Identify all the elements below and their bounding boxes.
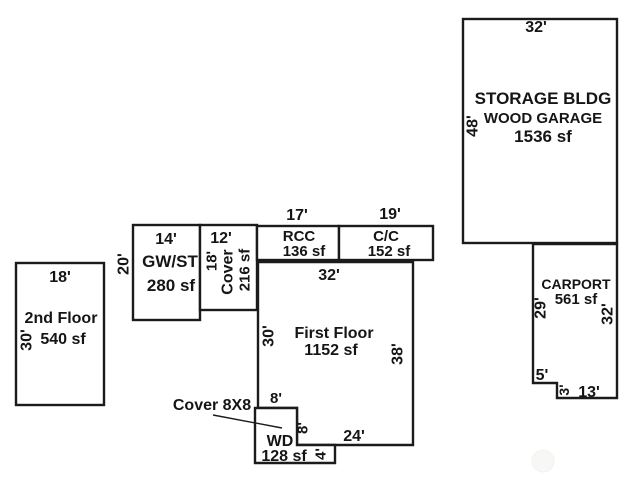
storage-subtitle: WOOD GARAGE — [484, 110, 602, 127]
first-floor: 32' 30' 38' First Floor 1152 sf 8' 8' 24… — [256, 260, 415, 447]
first-floor-title: First Floor — [294, 325, 373, 342]
gw-st-dim-top: 14' — [155, 231, 177, 248]
cc: 19' C/C 152 sf — [337, 206, 435, 262]
watermark-circle — [531, 449, 555, 473]
carport-dim-bottom: 13' — [578, 384, 600, 401]
wd-dim-side: 4' — [313, 448, 330, 460]
cover-216-area: 216 sf — [237, 248, 254, 292]
gw-st-title: GW/ST — [142, 252, 198, 271]
storage-area: 1536 sf — [514, 127, 572, 146]
carport: CARPORT 561 sf 29' 32' 5' 3' 13' — [531, 242, 619, 401]
storage-dim-top: 32' — [525, 19, 547, 36]
gw-st-outline — [131, 223, 202, 322]
gw-st: 14' 20' GW/ST 280 sf — [116, 223, 202, 322]
cover-216: 12' 18' Cover 216 sf — [198, 223, 259, 312]
carport-dim-notch-side: 3' — [556, 384, 572, 395]
rcc-title: RCC — [283, 228, 316, 245]
carport-title: CARPORT — [541, 276, 611, 292]
gw-st-area: 280 sf — [147, 276, 196, 295]
second-floor: 18' 30' 2nd Floor 540 sf — [14, 261, 106, 407]
cc-outline — [337, 224, 435, 262]
storage-building-outline — [461, 17, 619, 245]
cover-216-dim-side: 18' — [204, 251, 221, 271]
cover-8x8-label: Cover 8X8 — [173, 397, 251, 414]
storage-dim-left: 48' — [465, 115, 482, 137]
wd-deck: WD 128 sf 4' — [253, 406, 337, 465]
gw-st-dim-left: 20' — [116, 253, 133, 275]
first-floor-area: 1152 sf — [304, 342, 358, 359]
cover-216-outline — [198, 223, 259, 312]
rcc-outline — [255, 224, 341, 262]
first-floor-dim-left: 30' — [261, 325, 278, 347]
cover-216-dim-top: 12' — [210, 230, 232, 247]
cc-area: 152 sf — [368, 243, 412, 260]
carport-area: 561 sf — [555, 291, 599, 308]
second-floor-title: 2nd Floor — [25, 310, 98, 327]
second-floor-outline — [14, 261, 106, 407]
cover-8x8-callout: Cover 8X8 — [173, 397, 283, 429]
first-floor-dim-right: 38' — [390, 343, 407, 365]
second-floor-dim-top: 18' — [49, 269, 71, 286]
wd-title: WD — [267, 433, 294, 450]
wd-outline — [253, 406, 337, 465]
carport-dim-right: 32' — [600, 303, 617, 325]
second-floor-dim-left: 30' — [19, 329, 36, 351]
cover-216-title: Cover — [220, 249, 237, 294]
second-floor-area: 540 sf — [40, 331, 86, 348]
first-floor-dim-step-top: 8' — [270, 390, 282, 407]
rcc-dim-top: 17' — [286, 207, 308, 224]
storage-building: 32' 48' STORAGE BLDG WOOD GARAGE 1536 sf — [461, 17, 619, 245]
rcc-area: 136 sf — [283, 243, 327, 260]
wd-area: 128 sf — [261, 448, 307, 465]
storage-title: STORAGE BLDG — [475, 89, 612, 108]
rcc: 17' RCC 136 sf — [255, 207, 341, 262]
first-floor-dim-top: 32' — [318, 267, 340, 284]
cc-dim-top: 19' — [379, 206, 401, 223]
carport-dim-notch-top: 5' — [536, 367, 549, 384]
carport-dim-left: 29' — [533, 297, 550, 319]
cover-8x8-leader-line — [212, 414, 283, 429]
first-floor-dim-step-side: 8' — [295, 422, 312, 434]
cc-title: C/C — [373, 228, 399, 245]
carport-outline — [531, 242, 619, 400]
first-floor-dim-bottom: 24' — [343, 428, 365, 445]
